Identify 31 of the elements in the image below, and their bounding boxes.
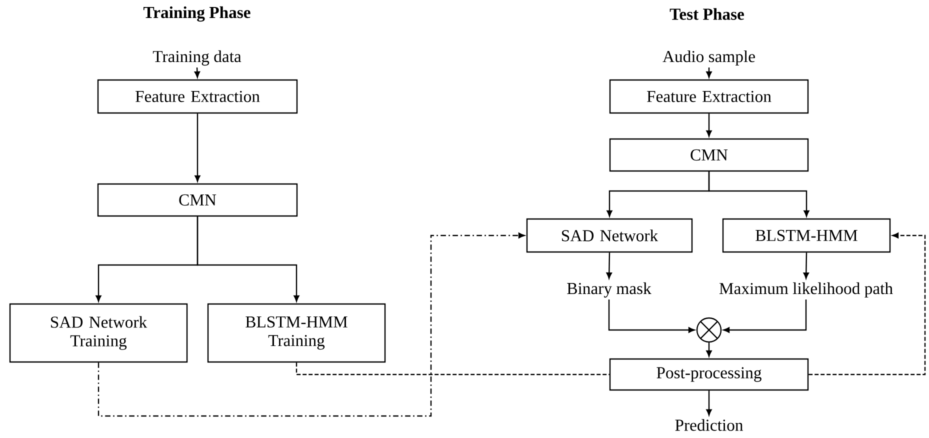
arrow — [808, 232, 926, 376]
phase-title: Training Phase — [143, 6, 250, 22]
arrow — [98, 232, 525, 417]
arrow — [608, 300, 695, 333]
flow-text: Maximum likelihood path — [719, 282, 893, 298]
process-box: SAD Network Training — [9, 303, 188, 363]
process-box: SAD Network — [526, 218, 693, 253]
process-box: BLSTM-HMM Training — [207, 303, 386, 363]
flow-text: Prediction — [675, 419, 743, 431]
process-box: CMN — [97, 183, 298, 217]
flow-text: Training data — [152, 50, 242, 66]
arrow — [706, 114, 712, 137]
arrow — [194, 67, 200, 78]
arrow — [194, 114, 200, 182]
arrow — [706, 342, 712, 357]
process-box: Post-processing — [609, 358, 809, 391]
arrow — [196, 216, 300, 302]
flow-text: Binary mask — [567, 282, 652, 298]
arrow — [706, 67, 712, 78]
process-box: Feature Extraction — [609, 79, 809, 114]
flow-text: Audio sample — [662, 50, 755, 66]
arrow — [708, 172, 810, 217]
process-box: BLSTM-HMM — [722, 218, 891, 253]
process-box: Feature Extraction — [97, 79, 298, 114]
phase-title: Test Phase — [670, 8, 744, 20]
arrow — [606, 252, 612, 279]
process-box: CMN — [609, 138, 809, 172]
arrow — [723, 299, 807, 333]
multiply-circle — [696, 317, 722, 343]
arrow — [803, 252, 809, 279]
arrow — [706, 390, 712, 416]
